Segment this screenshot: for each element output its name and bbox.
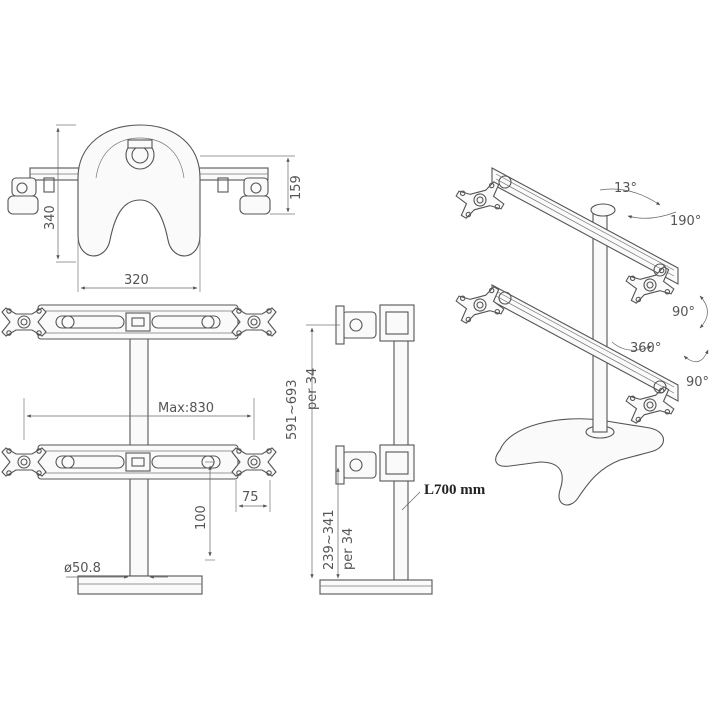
angle-190-label: 190° <box>670 214 701 229</box>
front-upper-crossbar <box>1 304 277 340</box>
isometric-view: 13° 190° 90° 360° 90° <box>454 167 709 506</box>
dim-320-label: 320 <box>124 273 149 288</box>
angle-90-bottom-label: 90° <box>686 375 709 390</box>
dim-340-label: 340 <box>43 205 58 230</box>
front-lower-crossbar <box>1 444 277 480</box>
side-upper-clamp <box>335 304 415 345</box>
front-view: Max:830 100 75 ø50.8 <box>1 304 277 595</box>
dim-75-label: 75 <box>242 490 259 505</box>
iso-lower-crossbar <box>454 284 679 425</box>
dim-per-upper-label: per 34 <box>305 368 320 410</box>
angle-360-label: 360° <box>630 341 661 356</box>
iso-upper-crossbar <box>454 167 679 305</box>
dim-range-upper-label: 591~693 <box>285 379 300 440</box>
dim-159-label: 159 <box>289 175 304 200</box>
dim-range-lower-label: 239~341 <box>322 509 337 570</box>
top-view: 340 159 320 <box>7 124 304 292</box>
top-left-bracket <box>7 177 55 215</box>
top-right-bracket <box>217 177 271 215</box>
pole-length-label: L700 mm <box>424 482 486 498</box>
angle-90-top-label: 90° <box>672 305 695 320</box>
angle-13-label: 13° <box>614 181 637 196</box>
dim-pole-diameter-label: ø50.8 <box>64 561 101 576</box>
side-view: 591~693 per 34 239~341 per 34 L700 mm <box>285 304 486 595</box>
side-lower-clamp <box>335 444 415 485</box>
dim-max-830-label: Max:830 <box>158 401 214 416</box>
dim-100-label: 100 <box>194 505 209 530</box>
dim-per-lower-label: per 34 <box>341 528 356 570</box>
